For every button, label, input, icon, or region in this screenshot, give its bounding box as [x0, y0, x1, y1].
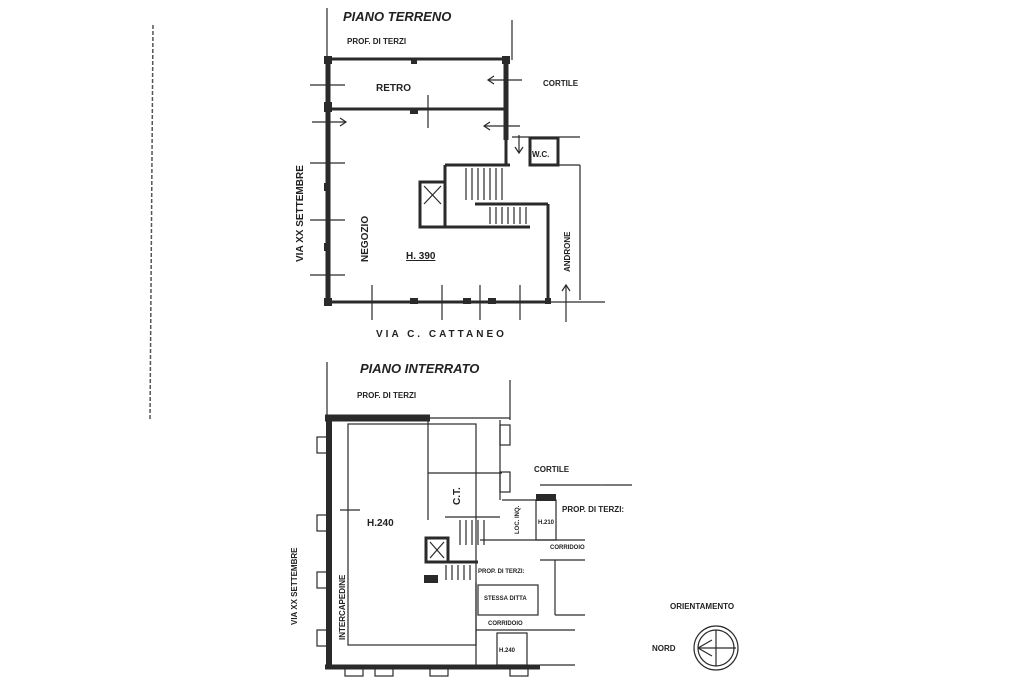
south-street-label: VIA C. CATTANEO [376, 329, 507, 340]
room-retro-label: RETRO [376, 83, 411, 94]
room-retro [326, 57, 508, 111]
basement-plan: PIANO INTERRATO PROF. DI TERZI CORTILE H… [290, 361, 632, 677]
basement-north-neighbor-label: PROF. DI TERZI [357, 391, 416, 400]
prop-terzi-2-label: PROP. DI TERZI: [478, 569, 525, 575]
room-stessa-ditta [477, 584, 539, 616]
ground-height-label: H. 390 [406, 251, 436, 262]
intercapedine-label: INTERCAPEDINE [338, 574, 347, 640]
room-wc-label: W.C. [532, 150, 549, 159]
west-street-label: VIA XX SETTEMBRE [295, 165, 306, 262]
corridoio-1-label: CORRIDOIO [550, 545, 585, 551]
ground-floor-title: PIANO TERRENO [343, 9, 451, 24]
north-neighbor-label: PROF. DI TERZI [347, 37, 406, 46]
room-androne-label: ANDRONE [563, 231, 572, 272]
h240-small-label: H.240 [499, 648, 516, 654]
loc-label: LOC. INQ. [515, 505, 521, 534]
basement-courtyard-label: CORTILE [534, 465, 570, 474]
basement-staircase [445, 520, 485, 580]
basement-window-marks [316, 424, 529, 677]
basement-title: PIANO INTERRATO [360, 361, 479, 376]
room-negozio-label: NEGOZIO [360, 216, 371, 262]
north-label: NORD [652, 644, 676, 653]
compass: ORIENTAMENTO NORD [652, 602, 739, 671]
scan-margin-line [149, 24, 154, 421]
courtyard-label: CORTILE [543, 79, 579, 88]
room-ct-label: C.T. [452, 487, 463, 505]
window-marks [310, 84, 521, 320]
north-arrow-icon [697, 639, 713, 657]
orientation-title: ORIENTAMENTO [670, 602, 734, 611]
prop-terzi-1-label: PROP. DI TERZI: [562, 505, 624, 514]
compass-outer-circle [693, 625, 739, 671]
basement-west-street-label: VIA XX SETTEMBRE [290, 547, 299, 625]
room-main-basement [347, 423, 477, 646]
ground-floor-plan: PIANO TERRENO PROF. DI TERZI RETRO CORTI… [295, 8, 605, 340]
staircase [465, 168, 527, 224]
elevator-shaft [418, 180, 447, 229]
access-arrows [312, 75, 571, 322]
corridoio-2-label: CORRIDOIO [488, 621, 523, 627]
h210-label: H.210 [538, 520, 555, 526]
stessa-ditta-label: STESSA DITTA [484, 596, 527, 602]
room-h240-small [496, 632, 528, 666]
room-wc [528, 136, 560, 167]
basement-height-label: H.240 [367, 518, 394, 529]
